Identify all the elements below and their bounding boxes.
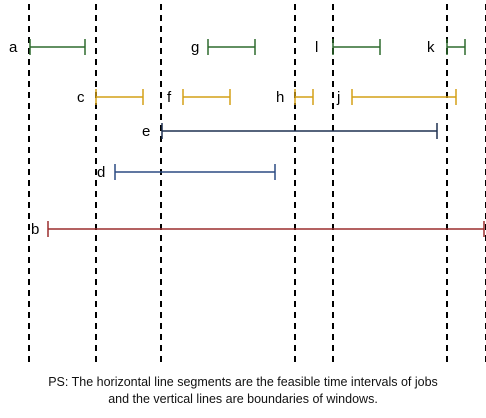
job-j-label: j — [336, 89, 340, 106]
caption-line-1: PS: The horizontal line segments are the… — [48, 375, 438, 389]
job-a: a — [9, 39, 86, 56]
job-l-label: l — [315, 39, 318, 56]
job-c-label: c — [77, 89, 85, 106]
job-a-label: a — [9, 39, 18, 56]
job-d: d — [97, 164, 276, 181]
caption-line-2: and the vertical lines are boundaries of… — [108, 392, 378, 406]
job-h-label: h — [276, 89, 284, 106]
caption: PS: The horizontal line segments are the… — [0, 374, 486, 408]
job-l: l — [315, 39, 381, 56]
job-g-label: g — [191, 39, 199, 56]
diagram: a g l k c f h j e d b — [9, 4, 486, 362]
window-boundaries — [28, 4, 486, 362]
job-f-label: f — [167, 89, 172, 106]
job-f: f — [167, 89, 231, 106]
job-d-label: d — [97, 164, 105, 181]
job-g: g — [191, 39, 256, 56]
job-j: j — [336, 89, 457, 106]
job-intervals: a g l k c f h j e d b — [9, 39, 485, 238]
job-k: k — [427, 39, 466, 56]
job-e-label: e — [142, 123, 150, 140]
job-c: c — [77, 89, 144, 106]
job-b-label: b — [31, 221, 39, 238]
job-b: b — [31, 221, 485, 238]
job-k-label: k — [427, 39, 435, 56]
job-h: h — [276, 89, 314, 106]
job-e: e — [142, 123, 438, 140]
